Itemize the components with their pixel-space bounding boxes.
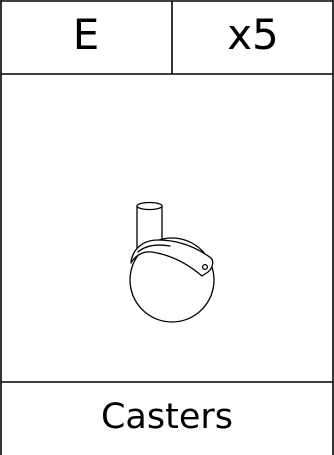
caster-wheel-icon [129,201,215,323]
part-name: Casters [100,397,233,437]
part-quantity: x5 [227,10,279,59]
part-letter: E [72,10,100,59]
